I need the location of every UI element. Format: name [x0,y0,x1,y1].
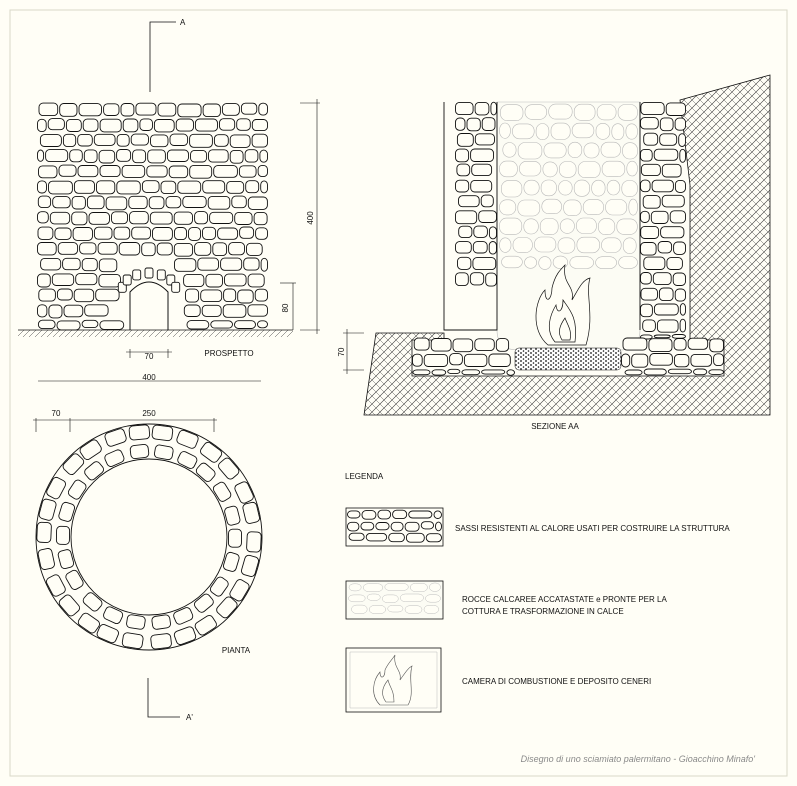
plan-title: PIANTA [222,646,251,655]
section-title: SEZIONE AA [531,422,579,431]
plan-outer-ring [35,423,263,651]
dim-door-height: 80 [281,303,290,312]
plan-inner-ring [70,458,228,616]
section-mark-bottom-label: A' [186,713,193,722]
legend-swatch-chamber [345,647,442,713]
plan-dimensions [33,418,217,432]
sheet-border [9,9,788,777]
dim-total-height: 400 [306,211,315,225]
section-limestone-rocks [499,103,638,270]
legend-stones-pattern [347,509,442,543]
elevation-title: PROSPETTO [204,349,253,358]
elevation-stone-wall [37,102,268,331]
dim-wall-thickness: 70 [52,409,61,418]
legend: LEGENDA SASSI RESISTENTI AL CALORE USATI… [345,472,730,713]
legend-fire-icon [373,654,413,706]
dim-door-width: 70 [145,352,154,361]
legend-title: LEGENDA [345,472,384,481]
elevation-door-arch [117,267,181,293]
legend-item-3-text: CAMERA DI COMBUSTIONE E DEPOSITO CENERI [462,677,651,686]
section-ember-bed [514,347,622,371]
elevation-dimensions [38,99,320,382]
section-mark-bottom: A' [147,678,193,722]
elevation-door [129,281,169,330]
legend-item-2-line2: COTTURA E TRASFORMAZIONE IN CALCE [462,607,624,616]
section-mark-top-label: A [180,18,186,27]
dim-pit-depth: 70 [337,347,346,356]
dim-total-width: 400 [142,373,156,382]
elevation-ground [18,330,293,337]
legend-item-1-text: SASSI RESISTENTI AL CALORE USATI PER COS… [455,524,730,533]
plan-stone-ring [36,424,262,650]
section-dimensions [343,329,364,374]
dim-inner-diameter: 250 [142,409,156,418]
legend-item-2-line1: ROCCE CALCAREE ACCATASTATE e PRONTE PER … [462,595,667,604]
plan-view: 70 250 PIANTA A' [33,409,263,722]
section-stone-walls [412,101,724,376]
section-mark-top: A [149,18,186,92]
section-fire [535,264,591,346]
elevation-view: A 70 400 400 80 PROSPETTO [18,18,320,382]
legend-limestone-pattern [348,582,441,614]
signature: Disegno di uno sciamiato palermitano - G… [521,754,756,764]
section-view: 70 SEZIONE AA [337,74,771,431]
